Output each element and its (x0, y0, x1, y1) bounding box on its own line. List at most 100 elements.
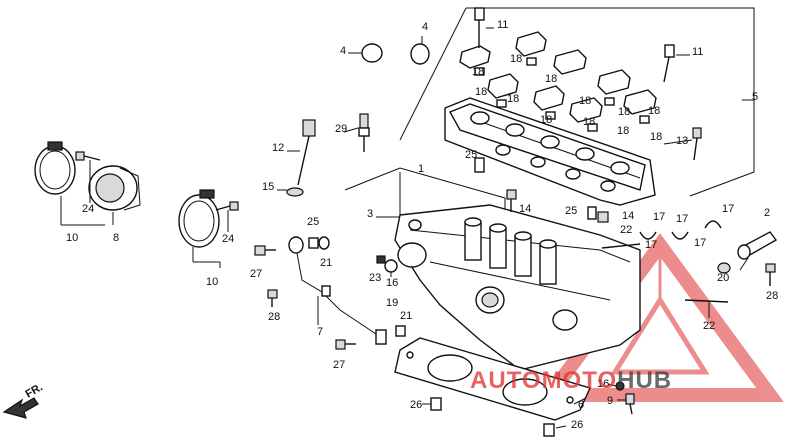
callout-c-29: 29 (335, 123, 347, 135)
frame-group-5 (399, 7, 755, 197)
callout-c-25b: 25 (565, 205, 577, 217)
clamp-10-b (178, 189, 220, 248)
stud-22-a (601, 243, 641, 249)
callout-c-17c: 17 (722, 203, 734, 215)
direction-label: FR. (24, 381, 45, 400)
callout-c-18l: 18 (650, 131, 662, 143)
callout-c-10b: 10 (206, 276, 218, 288)
callout-c-25c: 25 (307, 216, 319, 228)
callout-c-24a: 24 (82, 203, 94, 215)
rocker-caps (459, 31, 657, 132)
dowel-25-a (474, 157, 485, 173)
callout-c-17b: 17 (676, 213, 688, 225)
callout-c-18d: 18 (507, 93, 519, 105)
svg-text:AUTOMOTOHUB: AUTOMOTOHUB (470, 367, 672, 394)
callout-c-4a: 4 (340, 45, 346, 57)
bolt-14 (506, 189, 517, 212)
callout-c-28b: 28 (268, 311, 280, 323)
callout-c-11a: 11 (497, 19, 508, 31)
clamp-10-a (34, 141, 76, 195)
callout-c-13: 13 (676, 135, 688, 147)
watermark-part1: AUTO (470, 367, 542, 394)
callout-c-1: 1 (418, 163, 424, 175)
sensor-9 (625, 393, 635, 415)
spark-plug-29 (358, 113, 370, 152)
callout-c-26b: 26 (571, 419, 583, 431)
watermark-part2: MOTO (542, 367, 618, 394)
callout-c-17e: 17 (694, 237, 706, 249)
callout-c-20: 20 (717, 272, 729, 284)
bolt-11-a (474, 7, 485, 48)
intake-insulator-8 (88, 165, 141, 211)
watermark-text: AUTOMOTOHUB (470, 367, 672, 394)
callout-c-18j: 18 (617, 125, 629, 137)
bolt-28-a (765, 263, 776, 286)
cylinder-head (394, 204, 641, 371)
callout-c-6: 6 (578, 399, 584, 411)
callout-c-27b: 27 (333, 359, 345, 371)
callout-c-21a: 21 (320, 257, 332, 269)
head-gasket-6 (394, 337, 591, 421)
camshaft-holder (444, 97, 656, 206)
leader-lines (60, 27, 725, 429)
watermark-part3: HUB (617, 367, 672, 394)
callout-c-24b: 24 (222, 233, 234, 245)
clip-17-b (671, 231, 689, 240)
bolt-27-b (335, 339, 356, 350)
callout-c-18i: 18 (583, 116, 595, 128)
callout-c-22a: 22 (620, 224, 632, 236)
stud-22-b (684, 299, 729, 303)
bolt-27-a (254, 245, 276, 256)
cap-4-b (410, 43, 430, 65)
callout-c-17d: 17 (645, 239, 657, 251)
callout-c-8: 8 (113, 232, 119, 244)
callout-c-7: 7 (317, 326, 323, 338)
callout-c-10a: 10 (66, 232, 78, 244)
bolt-24-b (215, 201, 239, 211)
callout-c-16b: 16 (597, 378, 609, 390)
callout-c-27a: 27 (250, 268, 262, 280)
callout-c-18a: 18 (510, 53, 522, 65)
bolt-13 (692, 127, 702, 161)
callout-c-4b: 4 (422, 21, 428, 33)
callout-c-15: 15 (262, 181, 274, 193)
bolt-11-b (663, 44, 675, 83)
callout-c-5: 5 (752, 91, 758, 103)
callout-c-18c: 18 (472, 66, 484, 78)
callout-c-26a: 26 (410, 399, 422, 411)
washer-16-a (384, 259, 398, 273)
dowel-25-c (308, 237, 319, 249)
bolt-14-b (597, 211, 609, 223)
dowel-25-b (587, 206, 597, 220)
callout-c-25a: 25 (465, 149, 477, 161)
oring-21-a (318, 236, 330, 250)
callout-c-12: 12 (272, 142, 284, 154)
stud-12 (286, 119, 316, 197)
cap-4-a (361, 43, 383, 63)
callout-c-14a: 14 (519, 203, 531, 215)
callout-c-18k: 18 (648, 105, 660, 117)
callout-c-19: 19 (386, 297, 398, 309)
callout-c-9: 9 (607, 395, 613, 407)
bolt-24-a (75, 151, 101, 161)
callout-c-18f: 18 (475, 86, 487, 98)
dowel-26-a (430, 397, 442, 411)
callout-c-18e: 18 (579, 95, 591, 107)
water-pipe-2 (737, 231, 778, 271)
callout-c-14b: 14 (622, 210, 634, 222)
callout-c-11b: 11 (692, 46, 703, 58)
callout-c-2: 2 (764, 207, 770, 219)
callout-c-16a: 16 (386, 277, 398, 289)
callout-c-28a: 28 (766, 290, 778, 302)
callout-c-3: 3 (367, 208, 373, 220)
breather-tube-7 (288, 236, 387, 345)
callout-c-21b: 21 (400, 310, 412, 322)
callout-c-23: 23 (369, 272, 381, 284)
callout-c-18g: 18 (540, 114, 552, 126)
callout-c-18b: 18 (545, 73, 557, 85)
clip-17-a (639, 231, 657, 240)
callout-c-17a: 17 (653, 211, 665, 223)
front-direction-arrow: FR. (2, 381, 45, 419)
